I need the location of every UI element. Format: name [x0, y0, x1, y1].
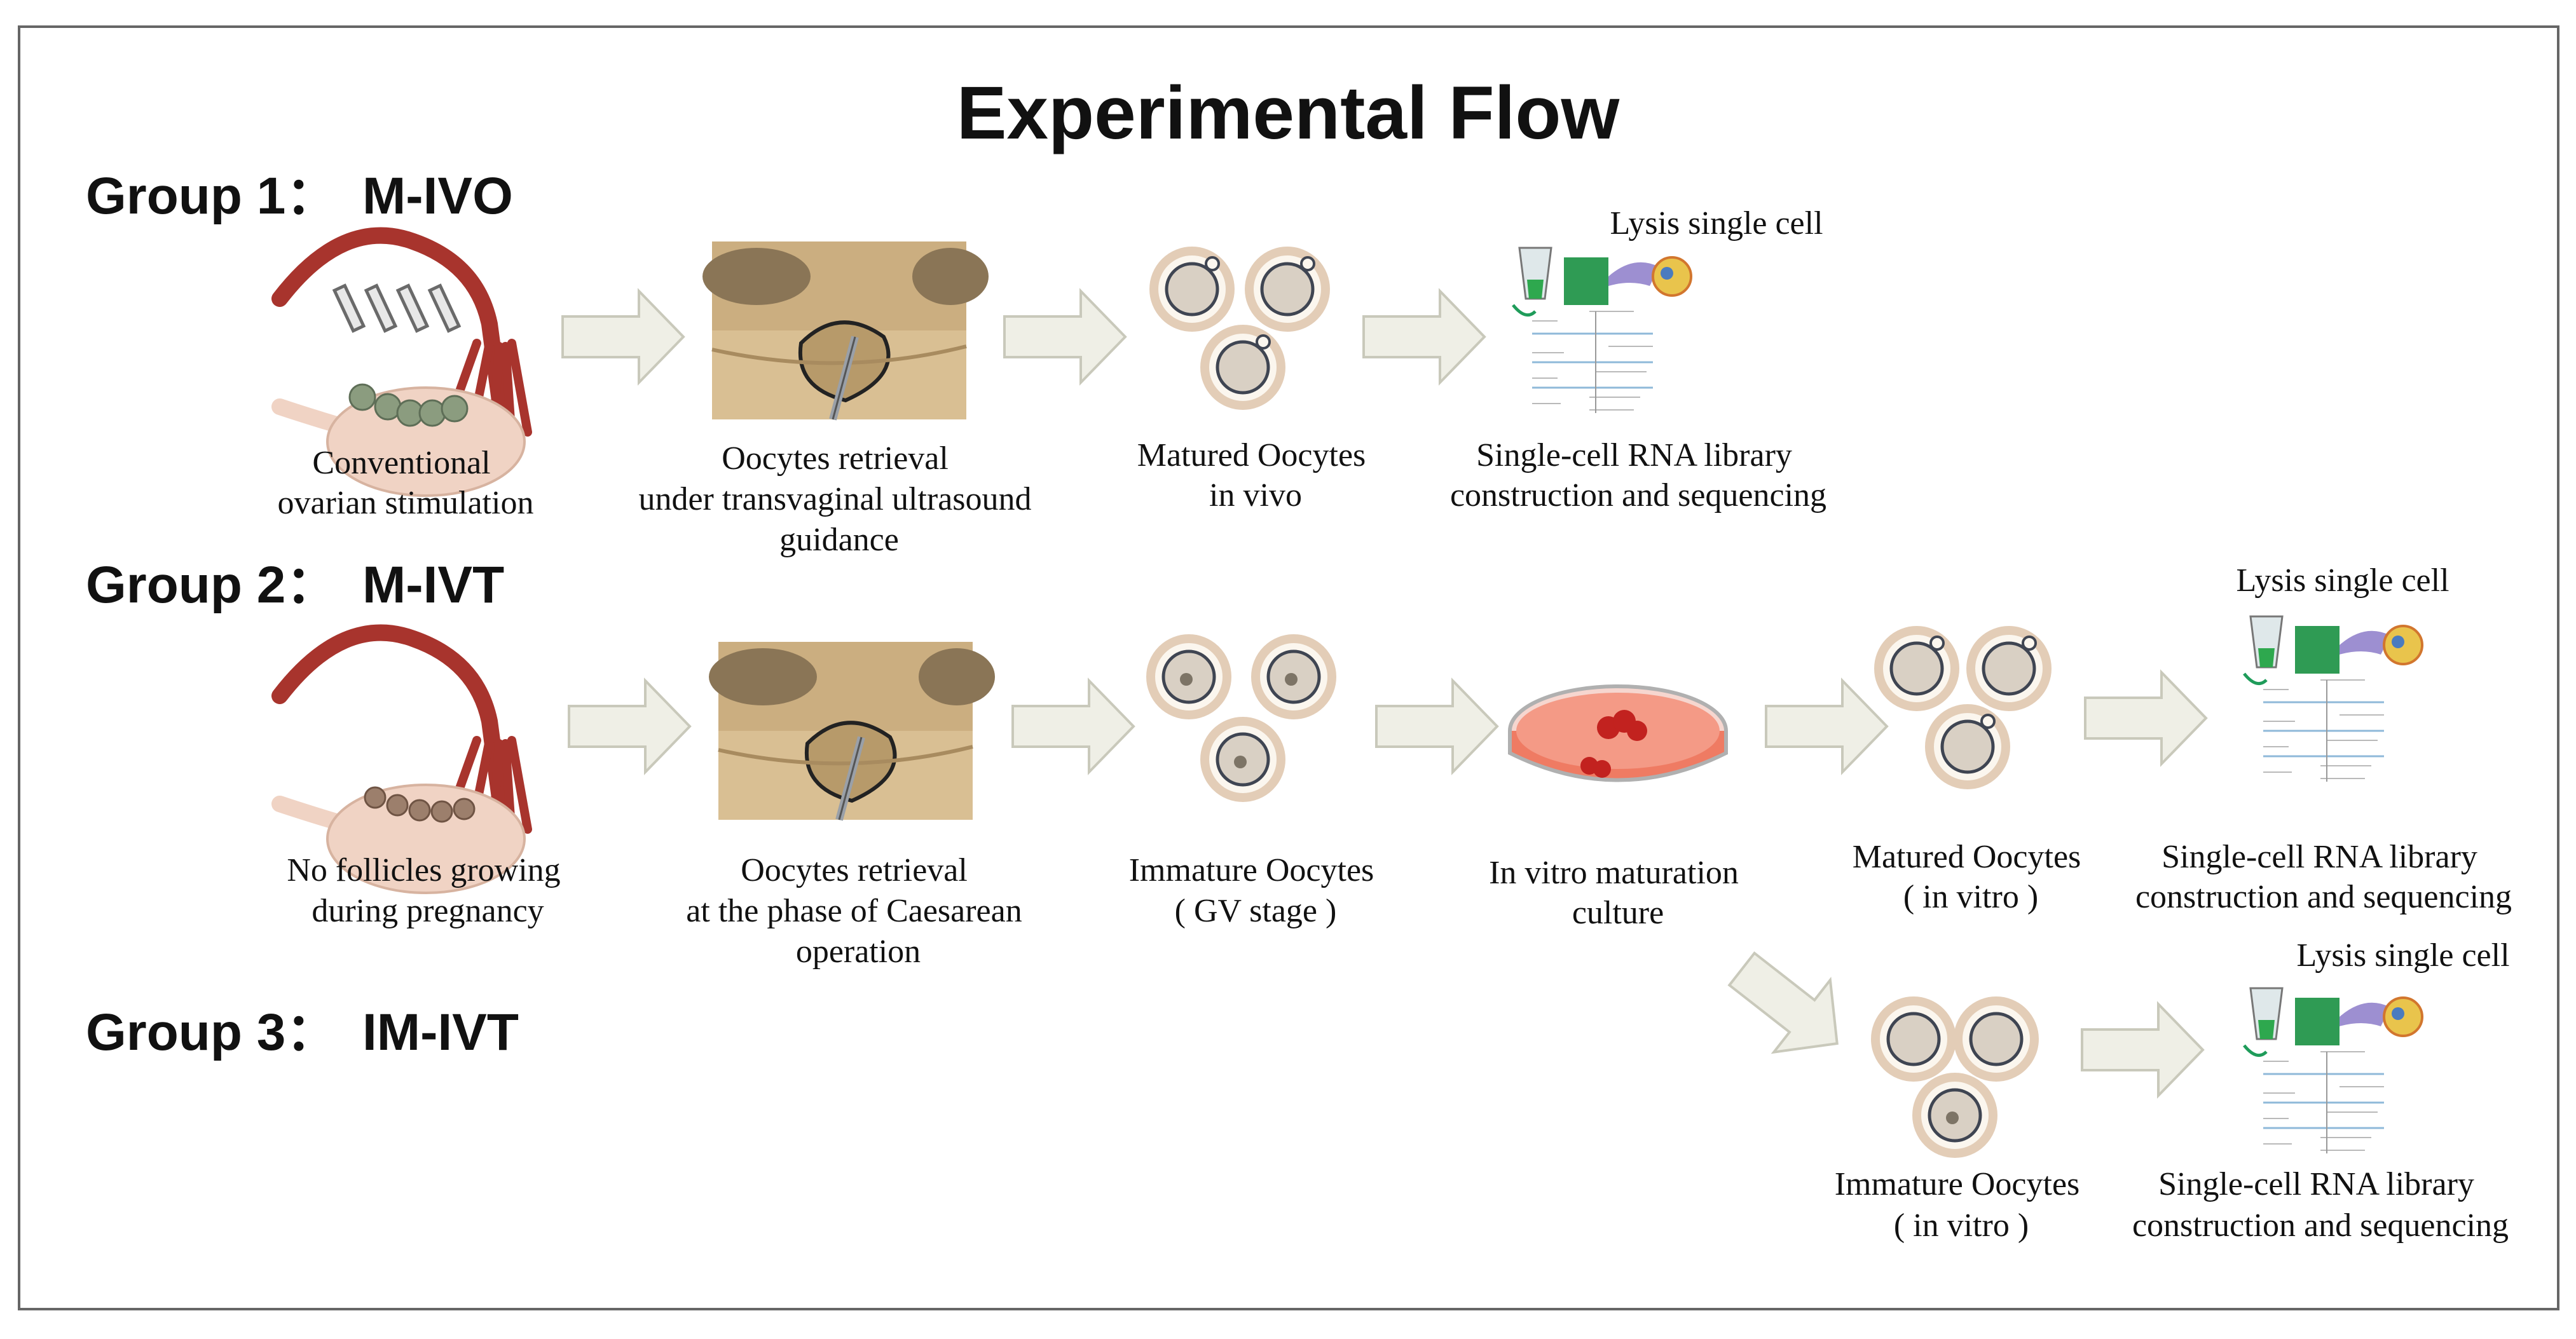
group-2-arrow-5 — [2084, 671, 2207, 765]
group-2-retrieval-image — [709, 642, 995, 820]
group-2-lysis-schematic — [2244, 616, 2422, 782]
group-2-ovary-illustration — [280, 633, 528, 893]
group-3-immature-caption: Immature Oocytes ( in vitro ) — [1835, 1166, 2088, 1244]
group-1-retrieval-image — [702, 241, 989, 419]
group-2-arrow-1 — [568, 679, 691, 773]
group-2-sequencing-caption: Single-cell RNA library construction and… — [2135, 839, 2512, 915]
group-1-sequencing-caption: Single-cell RNA library construction and… — [1450, 437, 1826, 513]
group-3-lysis-label: Lysis single cell — [2296, 937, 2509, 974]
group-2-retrieval-caption: Oocytes retrieval at the phase of Caesar… — [686, 852, 1030, 970]
group-2-arrow-3 — [1375, 679, 1498, 773]
group-2-matured-caption: Matured Oocytes ( in vitro ) — [1853, 839, 2090, 915]
group-2-arrow-4 — [1765, 679, 1888, 773]
group-1-arrow-3 — [1362, 290, 1486, 384]
group-1-arrow-2 — [1003, 290, 1127, 384]
group-3-lysis-schematic — [2244, 988, 2422, 1153]
group-1-arrow-1 — [561, 290, 685, 384]
group-3-label: Group 3： — [86, 1003, 338, 1061]
follicles — [364, 786, 476, 823]
group-2-lysis-label: Lysis single cell — [2236, 562, 2449, 599]
group-2-matured-oocytes — [1879, 630, 2047, 785]
follicles — [348, 383, 469, 427]
group-2-name: M-IVT — [362, 556, 504, 614]
group-2-label: Group 2： — [86, 556, 338, 614]
diagram-title: Experimental Flow — [957, 71, 1620, 155]
group-3-branch-arrow — [1712, 932, 1867, 1081]
syringe-icons — [332, 283, 462, 333]
group-1-oocytes-caption: Matured Oocytes in vivo — [1137, 437, 1374, 513]
group-1-name: M-IVO — [362, 167, 513, 225]
group-2-immature-oocytes — [1151, 639, 1332, 798]
group-1-label: Group 1： — [86, 167, 338, 225]
group-1-retrieval-caption: Oocytes retrieval under transvaginal ult… — [638, 440, 1039, 558]
group-3-name: IM-IVT — [362, 1003, 519, 1061]
group-1-ovary-caption: Conventional ovarian stimulation — [278, 445, 534, 521]
group-2-culture-caption: In vitro maturation culture — [1489, 855, 1747, 931]
group-1-lysis-schematic — [1513, 248, 1691, 413]
culture-dish-illustration — [1508, 684, 1728, 782]
group-1-ovary-illustration — [280, 236, 528, 496]
group-1-matured-oocytes — [1154, 251, 1326, 405]
group-3-sequencing-caption: Single-cell RNA library construction and… — [2132, 1166, 2509, 1244]
group-2-ovary-caption: No follicles growing during pregnancy — [287, 852, 568, 929]
group-1-lysis-label: Lysis single cell — [1610, 205, 1823, 241]
group-2-oocytes-caption: Immature Oocytes ( GV stage ) — [1129, 852, 1383, 929]
diagram-frame — [18, 25, 2559, 1310]
group-2-arrow-2 — [1011, 679, 1135, 773]
group-3-arrow-1 — [2081, 1003, 2204, 1097]
group-3-immature-oocytes — [1875, 1001, 2034, 1153]
